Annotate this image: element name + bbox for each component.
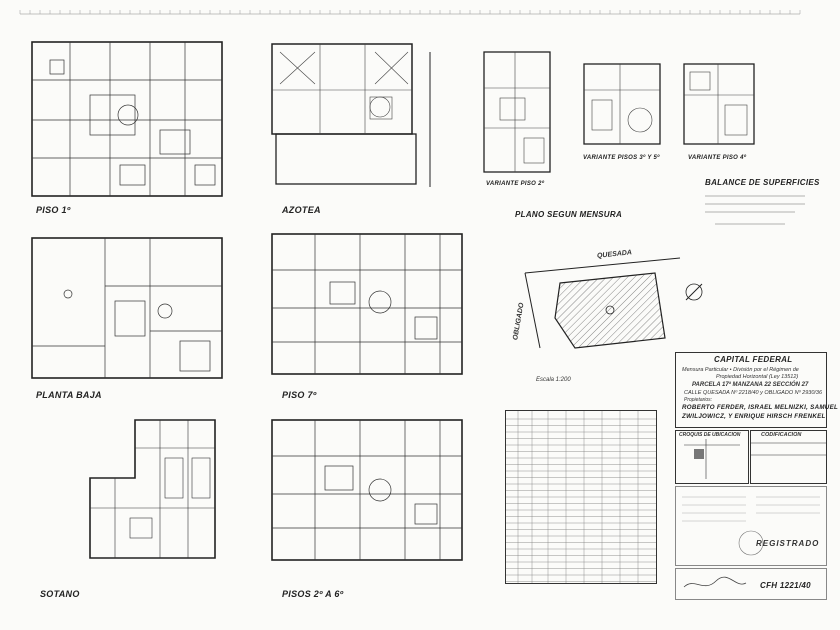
caption-variante-piso-2: VARIANTE PISO 2º xyxy=(486,181,545,187)
signature-box: CFH 1221/40 xyxy=(675,568,827,600)
surface-table xyxy=(505,410,657,584)
registered-stamp: REGISTRADO xyxy=(756,539,820,548)
owners-line-2: ZWILJOWICZ, Y ENRIQUE HIRSCH FRENKEL xyxy=(682,413,826,420)
caption-planta-baja: PLANTA BAJA xyxy=(36,390,102,400)
caption-variante-piso-4: VARIANTE PISO 4º xyxy=(688,155,747,161)
floor-plan-sotano xyxy=(70,418,225,568)
codification-label: CODIFICACION xyxy=(761,432,802,438)
caption-plano-mensura: PLANO SEGUN MENSURA xyxy=(515,210,623,219)
floor-plan-piso-7 xyxy=(270,232,470,382)
codification-box: CODIFICACION xyxy=(750,430,827,484)
location-sketch: CROQUIS DE UBICACION xyxy=(675,430,749,484)
floor-plan-pisos-2-6 xyxy=(270,418,470,568)
title-block: CAPITAL FEDERAL Mensura Particular • Div… xyxy=(675,352,838,428)
caption-sotano: SOTANO xyxy=(40,589,80,599)
title-line-1: Mensura Particular • División por el Rég… xyxy=(682,367,799,373)
caption-variante-pisos-3-5: VARIANTE PISOS 3º Y 5º xyxy=(583,155,660,161)
title-city: CAPITAL FEDERAL xyxy=(714,355,793,364)
caption-azotea: AZOTEA xyxy=(282,205,321,215)
title-line-4: CALLE QUESADA Nº 2218/40 y OBLIGADO Nº 2… xyxy=(684,390,823,396)
balance-lines xyxy=(705,195,805,225)
caption-pisos-2-6: PISOS 2º A 6º xyxy=(282,589,344,599)
floor-plan-variante-piso-4 xyxy=(680,60,760,150)
caption-piso-1: PISO 1º xyxy=(36,205,71,215)
north-arrow-icon xyxy=(685,283,703,301)
survey-scale: Escala 1:200 xyxy=(536,377,571,383)
survey-plan xyxy=(515,248,685,358)
title-line-2: Propiedad Horizontal (Ley 13512) xyxy=(716,374,799,380)
approval-notes: REGISTRADO xyxy=(675,486,827,566)
caption-piso-7: PISO 7º xyxy=(282,390,317,400)
title-line-3: PARCELA 17ª MANZANA 22 SECCIÓN 27 xyxy=(692,382,809,388)
balance-title: BALANCE DE SUPERFICIES xyxy=(705,178,820,187)
title-line-5: Propietarios: xyxy=(684,397,713,403)
floor-plan-piso-1 xyxy=(30,40,225,200)
floor-plan-azotea xyxy=(270,42,440,192)
top-ruler xyxy=(19,10,801,15)
floor-plan-planta-baja xyxy=(30,236,225,386)
owners-line-1: ROBERTO FERDER, ISRAEL MELNIZKI, SAMUEL xyxy=(682,404,839,411)
location-sketch-label: CROQUIS DE UBICACION xyxy=(679,432,741,438)
cfh-number: CFH 1221/40 xyxy=(760,581,811,590)
floor-plan-variante-pisos-3-5 xyxy=(580,60,665,150)
floor-plan-variante-piso-2 xyxy=(480,48,555,178)
